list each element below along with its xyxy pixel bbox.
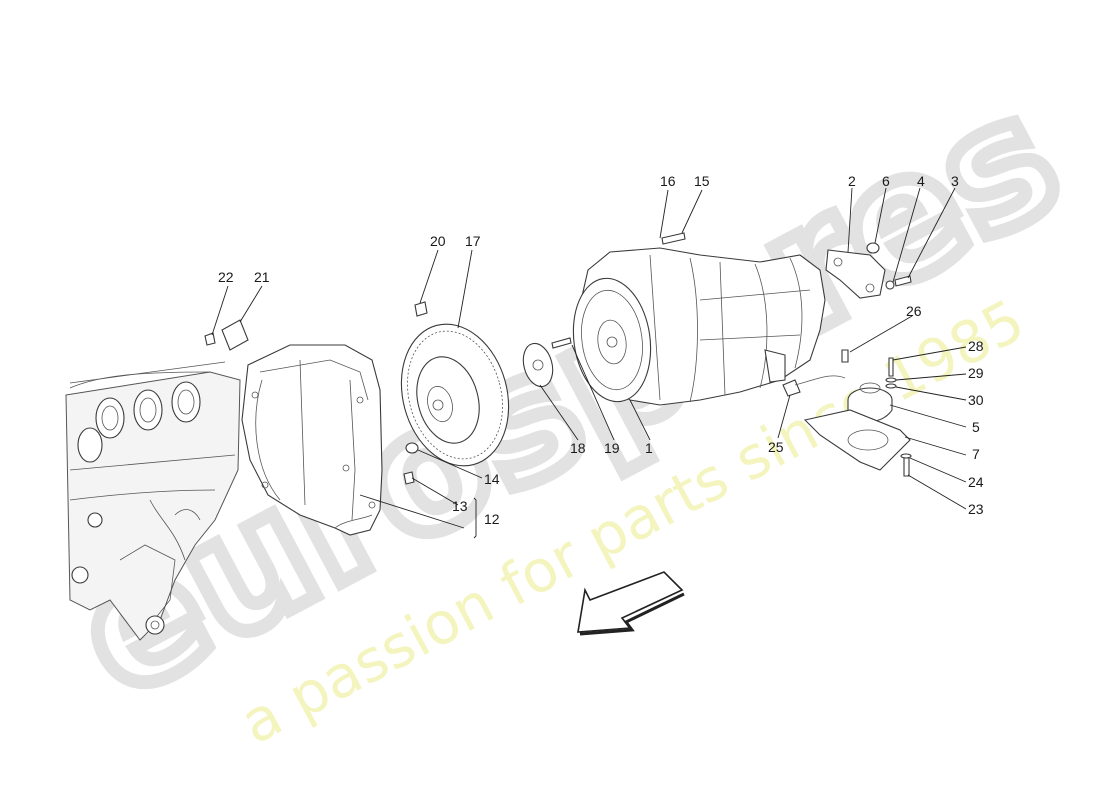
- pin-part-14: [405, 442, 419, 454]
- callouts: 22 21 20 17 16 15 2 6 4 3 26 28 29 30 5 …: [218, 173, 984, 527]
- bolt-part-23: [903, 457, 910, 477]
- callout-21: 21: [254, 269, 270, 285]
- support-part-7: [803, 409, 911, 471]
- bolt-part-26: [841, 349, 849, 363]
- washer-part-24: [900, 453, 912, 459]
- callout-14: 14: [484, 471, 500, 487]
- callout-12: 12: [484, 511, 500, 527]
- bushing-part-6: [866, 242, 880, 254]
- arrow-down-left-icon: [577, 571, 685, 636]
- callout-30: 30: [968, 392, 984, 408]
- screw-part-20: [414, 301, 428, 317]
- callout-15: 15: [694, 173, 710, 189]
- callout-2: 2: [848, 173, 856, 189]
- callout-4: 4: [917, 173, 925, 189]
- callout-13: 13: [452, 498, 468, 514]
- washer-part-4: [885, 280, 895, 290]
- callout-19: 19: [604, 440, 620, 456]
- callout-18: 18: [570, 440, 586, 456]
- leader-lines: [211, 187, 967, 539]
- callout-29: 29: [968, 365, 984, 381]
- callout-23: 23: [968, 501, 984, 517]
- callout-5: 5: [972, 419, 980, 435]
- callout-26: 26: [906, 303, 922, 319]
- sensor-cover-part-21: [221, 319, 249, 351]
- washer-part-30: [885, 383, 897, 389]
- bolt-part-28: [888, 357, 894, 377]
- screw-part-15: [661, 232, 686, 245]
- callout-6: 6: [882, 173, 890, 189]
- flywheel-part-17: [400, 323, 510, 467]
- dowel-part-13: [403, 471, 415, 485]
- callout-25: 25: [768, 439, 784, 455]
- bolt-part-19: [551, 337, 572, 349]
- callout-7: 7: [972, 446, 980, 462]
- engine-block: [65, 361, 241, 641]
- screw-part-22: [204, 332, 216, 346]
- washer-part-29: [885, 377, 897, 383]
- bolt-part-3: [894, 275, 912, 287]
- callout-22: 22: [218, 269, 234, 285]
- callout-17: 17: [465, 233, 481, 249]
- spacer-part-18: [522, 342, 554, 388]
- gearbox-part-1: [572, 247, 826, 406]
- mount-part-5: [847, 382, 893, 422]
- callout-16: 16: [660, 173, 676, 189]
- bell-housing: [241, 344, 383, 536]
- callout-3: 3: [951, 173, 959, 189]
- callout-28: 28: [968, 338, 984, 354]
- callout-1: 1: [645, 440, 653, 456]
- callout-20: 20: [430, 233, 446, 249]
- callout-24: 24: [968, 474, 984, 490]
- bracket-part-2: [825, 249, 886, 299]
- sensor-part-25: [782, 375, 846, 397]
